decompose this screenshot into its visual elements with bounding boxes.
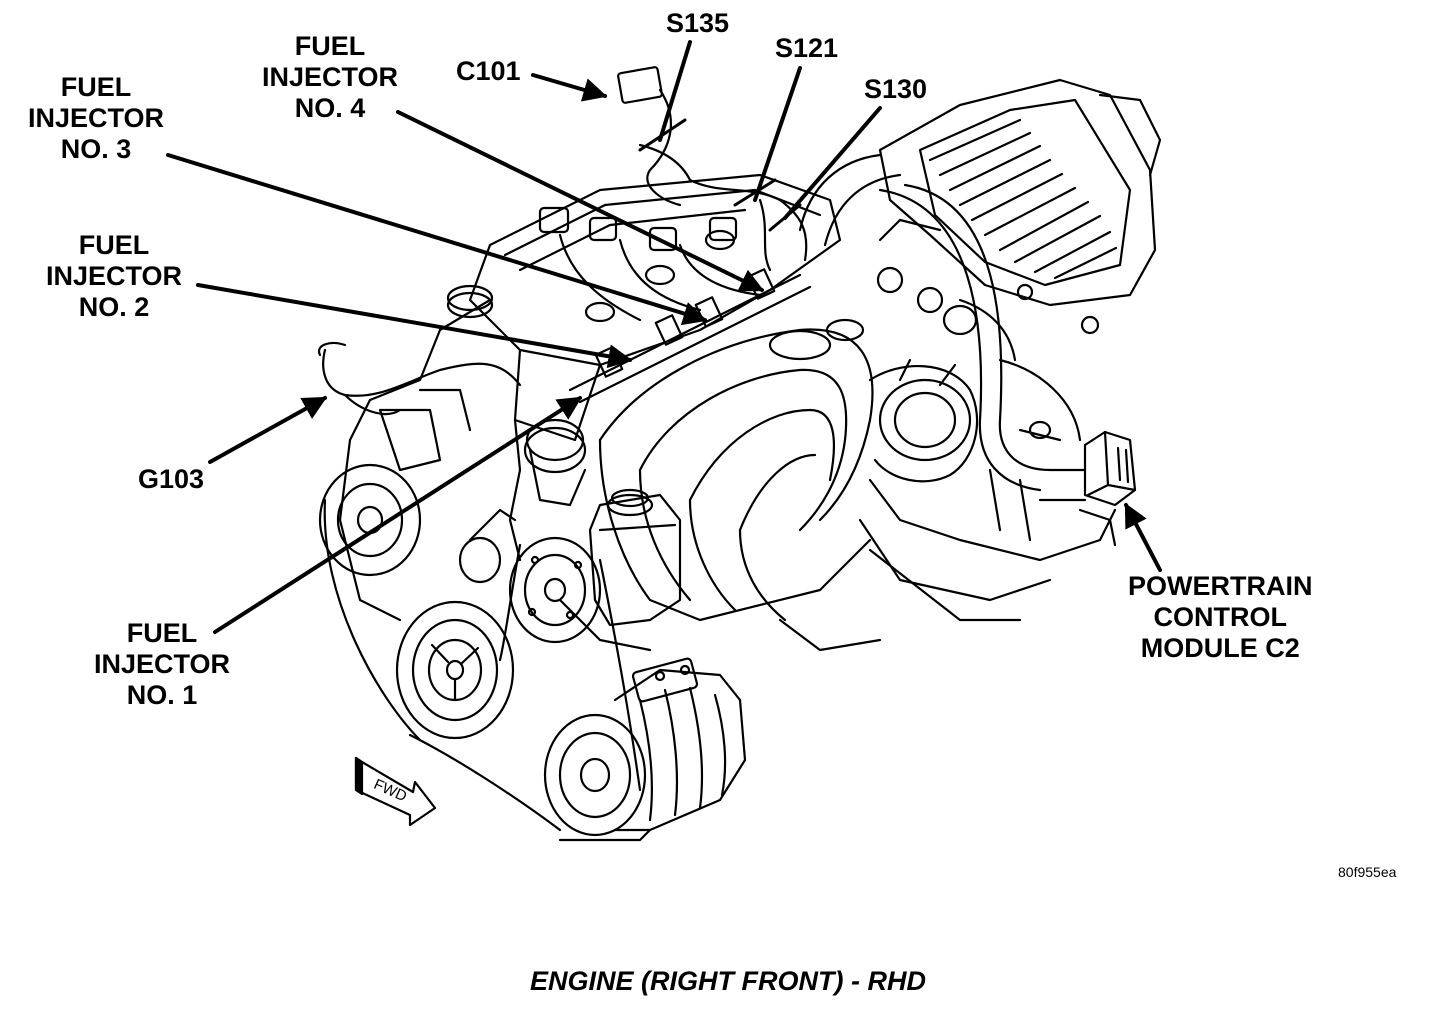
air-intake-tube	[798, 153, 1052, 492]
figure-caption: ENGINE (RIGHT FRONT) - RHD	[530, 966, 926, 996]
oil-fill-cap	[523, 418, 587, 507]
leader-s130	[783, 106, 882, 220]
figure-id: 80f955ea	[1338, 864, 1397, 880]
label-fuel-injector-1: FUEL INJECTOR NO. 1	[94, 618, 231, 710]
fwd-arrow-icon	[354, 756, 437, 827]
label-g103: G103	[138, 464, 205, 494]
label-fuel-injector-2: FUEL INJECTOR NO. 2	[46, 230, 183, 322]
label-fuel-injector-3: FUEL INJECTOR NO. 3	[28, 72, 165, 164]
throttle-body	[868, 358, 979, 483]
leader-inj3	[166, 153, 708, 326]
leader-s135	[658, 40, 692, 142]
tick-s135	[638, 118, 687, 152]
leader-s121	[753, 66, 802, 202]
leader-pcm	[1124, 502, 1162, 572]
ac-compressor	[558, 657, 747, 842]
transaxle	[876, 218, 1082, 442]
power-steering-reservoir	[588, 488, 682, 627]
leader-inj1	[213, 396, 583, 634]
leader-c101	[531, 73, 608, 102]
fuel-rail	[568, 268, 812, 404]
leader-g103	[208, 396, 328, 464]
label-c101: C101	[456, 56, 521, 86]
pcm-module	[1038, 430, 1137, 547]
tick-s130	[768, 203, 802, 232]
cylinder-head	[446, 173, 842, 442]
intake-manifold	[598, 318, 874, 622]
label-powertrain-control-module: POWERTRAIN CONTROL MODULE C2	[1128, 571, 1313, 663]
label-fuel-injector-4: FUEL INJECTOR NO. 4	[262, 31, 399, 123]
air-cleaner-housing	[878, 78, 1162, 335]
engine-block	[338, 298, 1117, 652]
accessory-pulleys	[318, 463, 647, 837]
leader-inj4	[396, 110, 765, 292]
label-s130: S130	[864, 74, 928, 104]
leader-inj2	[196, 283, 633, 369]
tick-s121	[733, 178, 777, 207]
label-s121: S121	[775, 33, 839, 63]
label-s135: S135	[666, 8, 730, 38]
